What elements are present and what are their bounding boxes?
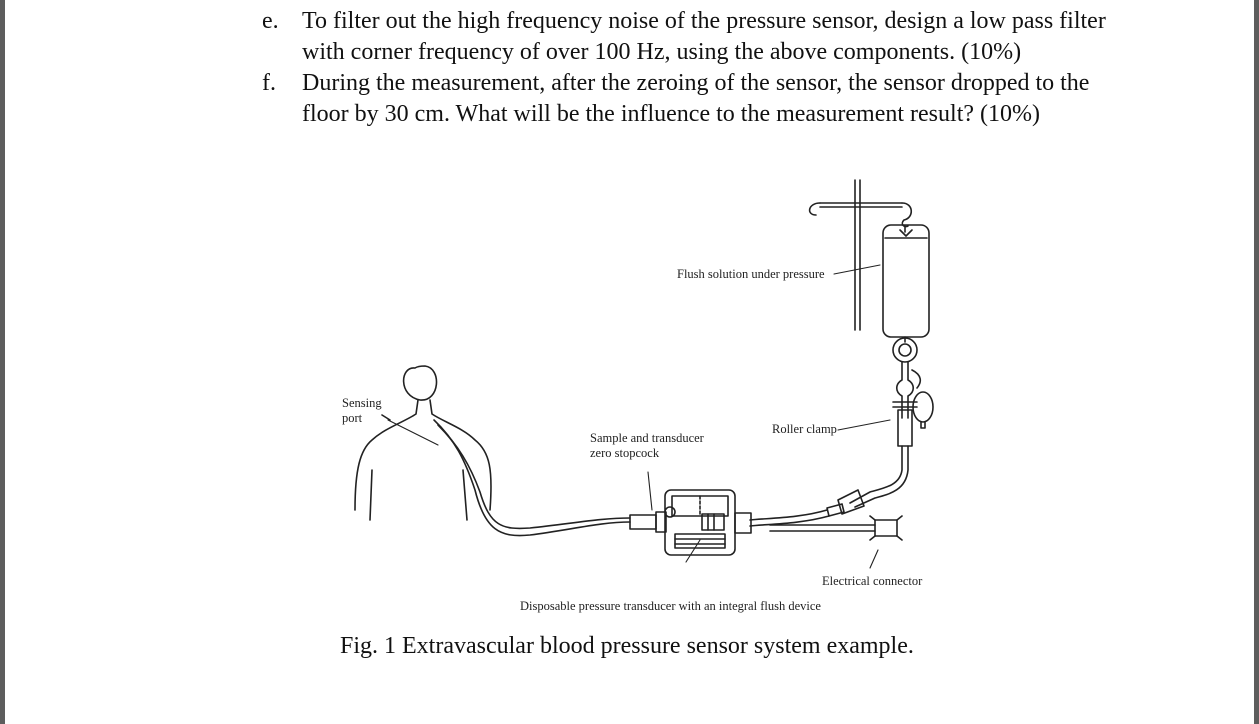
iv-pole bbox=[808, 179, 913, 331]
label-sensing-port: Sensing port bbox=[342, 396, 382, 425]
question-text: To filter out the high frequency noise o… bbox=[302, 8, 1106, 65]
question-label: f. bbox=[262, 70, 276, 96]
label-transducer: Disposable pressure transducer with an i… bbox=[520, 599, 821, 613]
question-label: e. bbox=[262, 8, 279, 34]
viewer-right-edge bbox=[1254, 0, 1259, 724]
drip-chamber bbox=[892, 361, 934, 447]
label-roller-clamp: Roller clamp bbox=[772, 422, 837, 436]
figure: Flush solution under pressure Sensing po… bbox=[330, 170, 950, 620]
label-flush-solution: Flush solution under pressure bbox=[677, 267, 825, 281]
flush-bag bbox=[882, 224, 930, 363]
question-list: e. To filter out the high frequency nois… bbox=[262, 6, 1142, 130]
tubing bbox=[749, 445, 909, 541]
pressure-transducer bbox=[629, 489, 752, 556]
blood-pressure-system-diagram bbox=[354, 179, 934, 569]
question-f: f. During the measurement, after the zer… bbox=[262, 68, 1142, 130]
question-e: e. To filter out the high frequency nois… bbox=[262, 6, 1142, 68]
patient-line bbox=[433, 419, 631, 537]
viewer-left-edge bbox=[0, 0, 5, 724]
question-text: During the measurement, after the zeroin… bbox=[302, 70, 1090, 127]
label-electrical-connector: Electrical connector bbox=[822, 574, 923, 588]
label-stopcock: Sample and transducer zero stopcock bbox=[590, 431, 704, 460]
patient-figure bbox=[354, 365, 492, 521]
figure-caption: Fig. 1 Extravascular blood pressure sens… bbox=[340, 633, 914, 659]
label-leaders bbox=[387, 264, 891, 569]
